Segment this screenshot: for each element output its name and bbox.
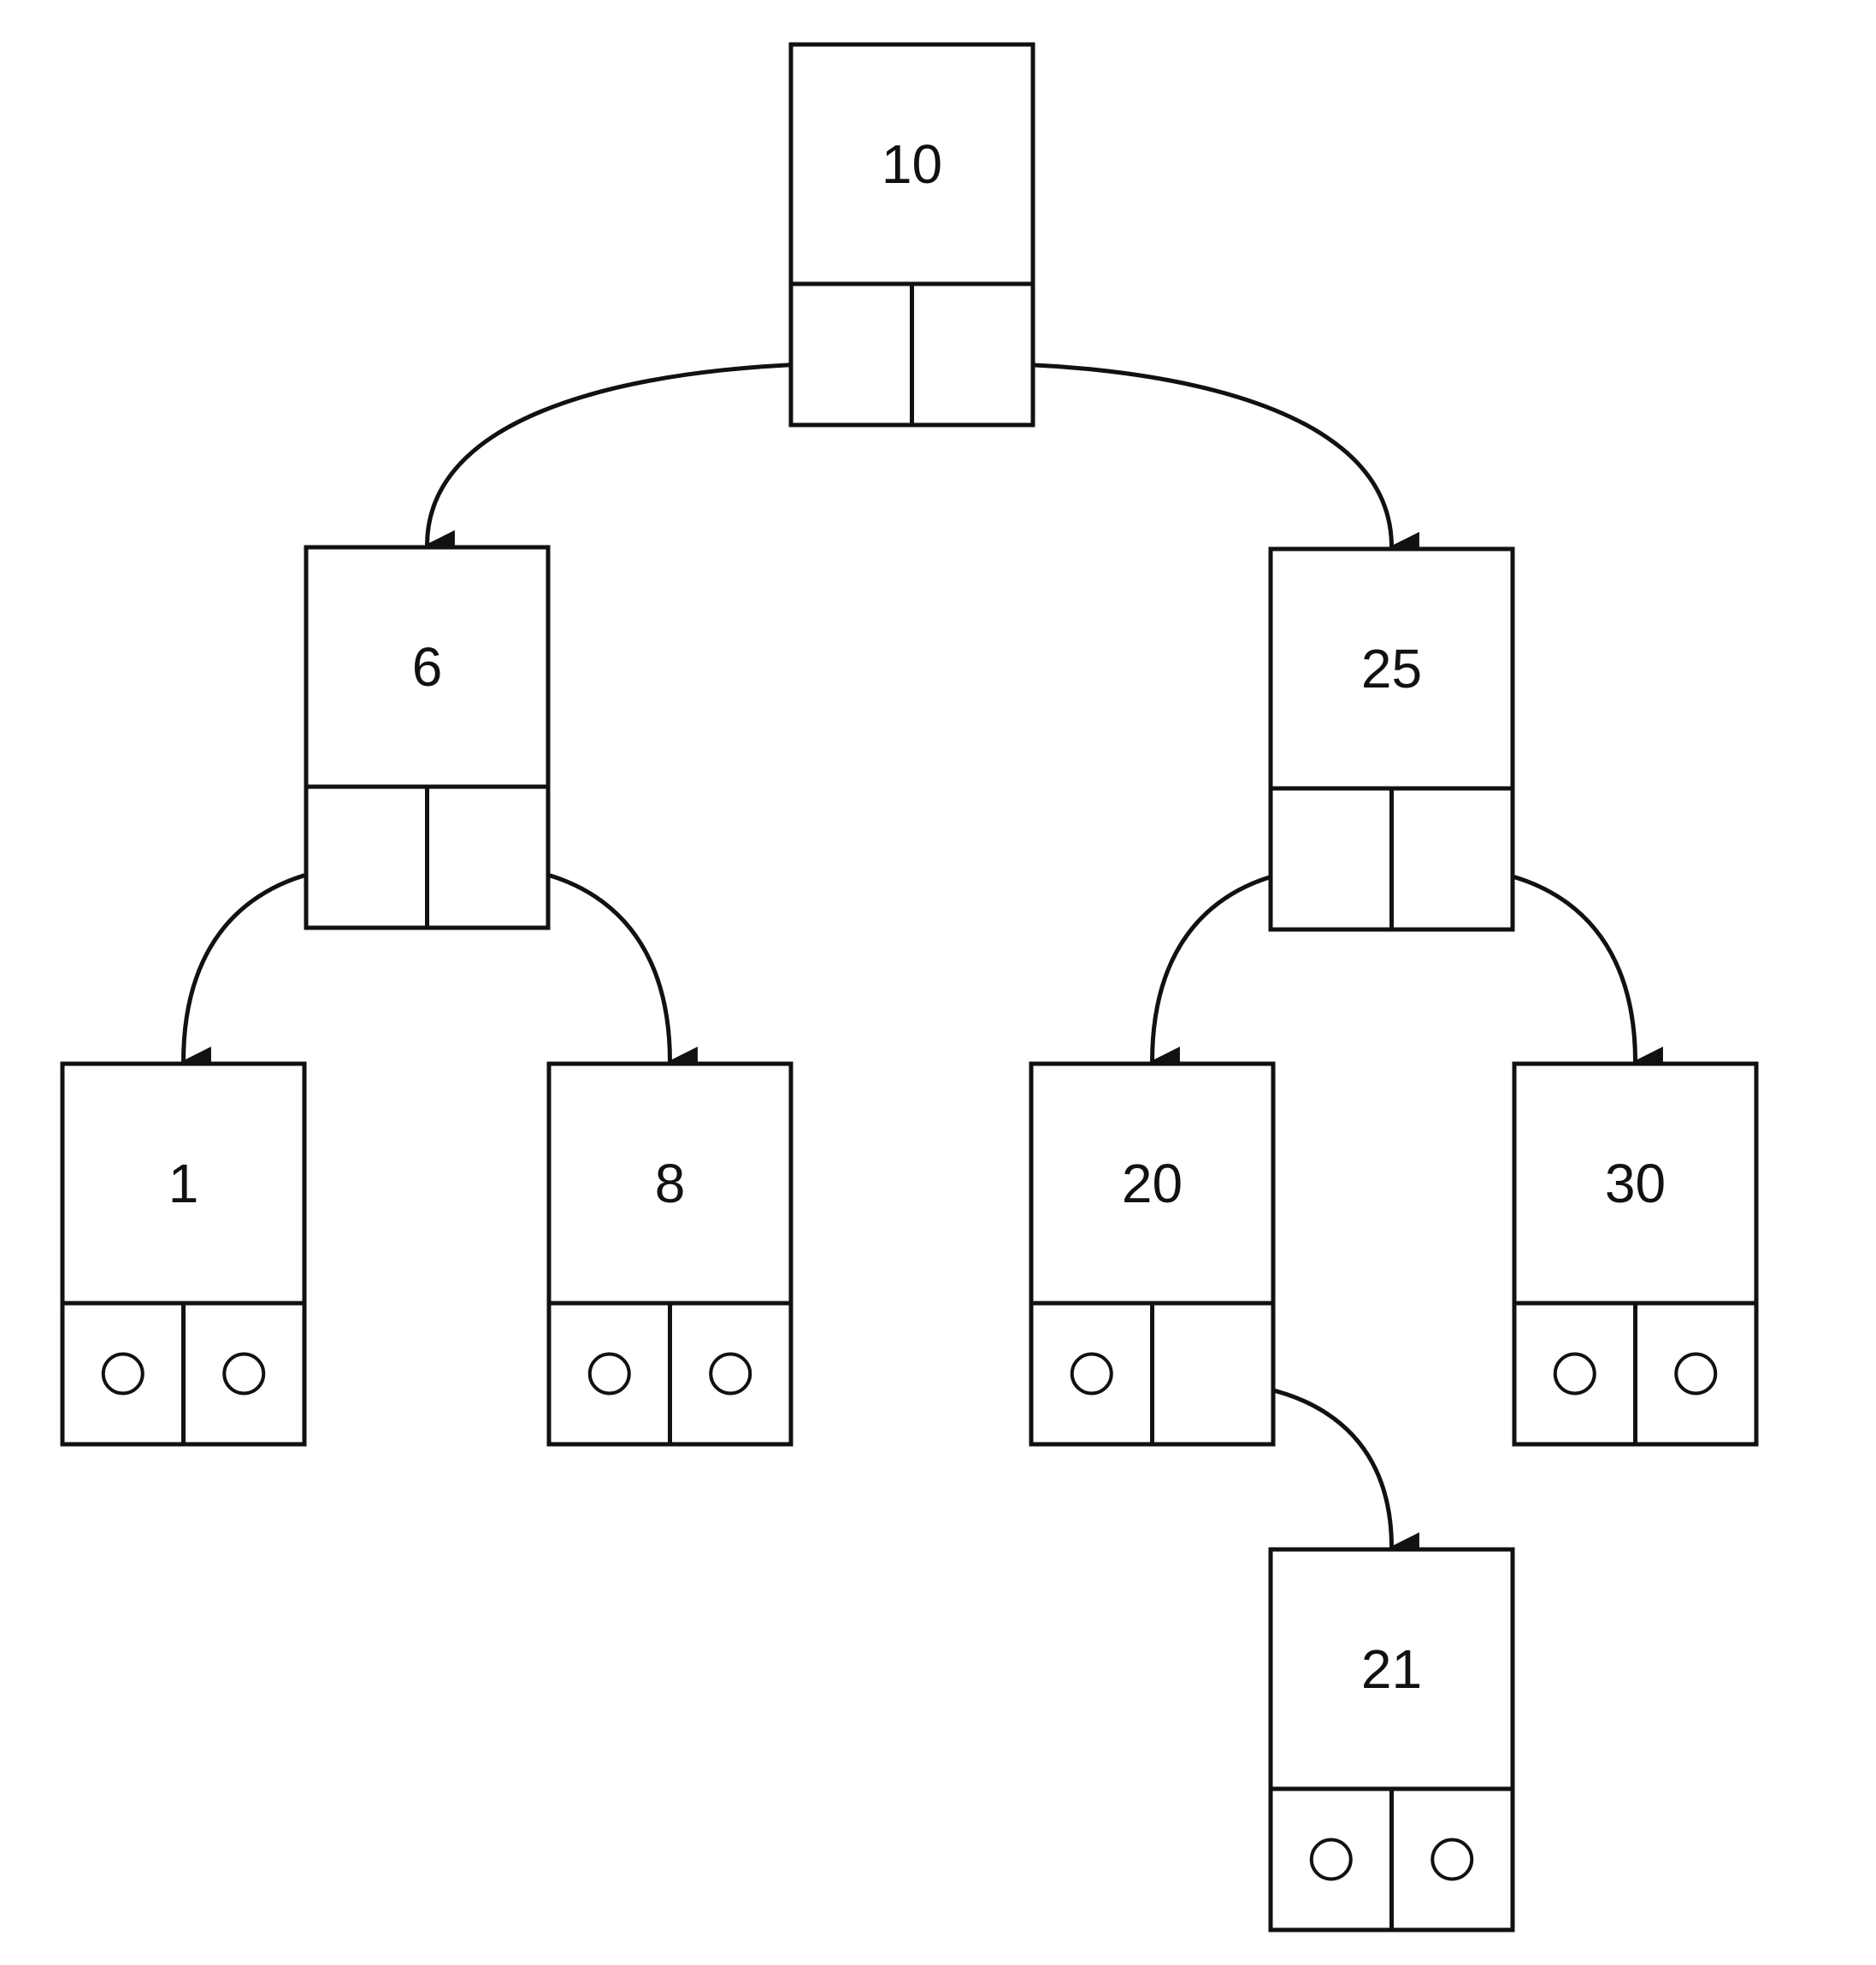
node-value-label: 21 [1361, 1638, 1422, 1700]
tree-node: 6 [304, 545, 551, 930]
node-value-label: 6 [412, 636, 443, 698]
tree-node: 1 [60, 1061, 307, 1447]
tree-node: 20 [1029, 1061, 1276, 1447]
null-pointer-icon [587, 1352, 631, 1396]
null-pointer-icon [1553, 1352, 1596, 1396]
pointer-arrow [423, 361, 852, 562]
null-pointer-icon [1431, 1838, 1474, 1881]
node-value-label: 8 [655, 1153, 686, 1214]
node-value-label: 30 [1605, 1153, 1666, 1214]
null-pointer-icon [222, 1352, 266, 1396]
edges-layer [180, 361, 1663, 1563]
null-pointer-icon [1309, 1838, 1353, 1881]
tree-node: 8 [546, 1061, 793, 1447]
null-pointer-icon [1070, 1352, 1113, 1396]
tree-node: 10 [788, 42, 1035, 428]
node-value-label: 20 [1122, 1153, 1183, 1214]
pointer-arrow [971, 361, 1419, 563]
node-value-label: 25 [1361, 638, 1422, 699]
tree-node: 21 [1268, 1547, 1515, 1933]
null-pointer-icon [709, 1352, 752, 1396]
null-pointer-icon [1674, 1352, 1718, 1396]
null-pointer-icon [101, 1352, 145, 1396]
tree-node: 30 [1512, 1061, 1759, 1447]
tree-node: 25 [1268, 546, 1515, 932]
node-value-label: 1 [168, 1153, 199, 1214]
nodes-layer: 10 6 25 1 8 20 30 21 [60, 42, 1759, 1933]
node-value-label: 10 [882, 133, 942, 195]
